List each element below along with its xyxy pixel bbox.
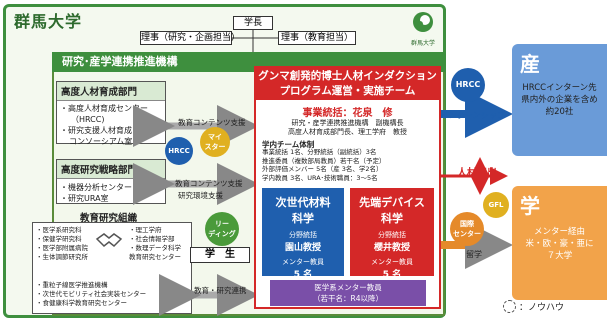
handshake-icon <box>95 229 123 251</box>
support-talent-label: ・研究支援人材育成 <box>60 126 132 135</box>
edu-item: ・次世代モビリティ社会実装センター <box>36 290 147 298</box>
team-line: 事業統括 1名、分野統括（副統括）3名 <box>262 148 377 156</box>
edu-item: ・理工学府 <box>129 226 162 234</box>
leading-gear-label: リー ディング <box>208 220 236 238</box>
program-director-line1: 研究・産学連携推進機構 副機構長 <box>291 119 404 127</box>
logo-caption: 群馬大学 <box>410 40 435 47</box>
device-mentor-count: 5 名 <box>382 270 402 280</box>
logo-icon <box>413 12 433 32</box>
team-line: 推進委員（複数部局教員）若干名（予定） <box>262 156 386 165</box>
next-gen-mentor-label: メンター教員 <box>282 258 324 266</box>
industry-line3: 約20社 <box>545 107 574 117</box>
medical-mentor-line2: （若干名：R4以降） <box>313 294 383 303</box>
next-gen-lead-name: 園山教授 <box>284 243 321 253</box>
edu-support-label-2: 教育コンテンツ支援 <box>175 179 243 188</box>
academia-line3: ７大学 <box>546 251 573 261</box>
industry-line2: 県内外の企業を含め <box>521 95 598 105</box>
medical-mentor-box: 医学系メンター教員 （若干名：R4以降） <box>270 280 426 306</box>
industry-box: 産 HRCCインターン先 県内外の企業を含め 約20社 <box>512 44 607 156</box>
env-support-label: 研究環境支援 <box>178 191 223 200</box>
international-center-gear-icon: 国際 センター <box>450 212 484 246</box>
edu-item: ・生体調節研究所 <box>36 253 88 261</box>
knowhow-label: ：ノウハウ <box>519 303 565 313</box>
academia-head: 学 <box>520 194 540 218</box>
next-gen-mentor-count: 5 名 <box>293 270 313 280</box>
academia-line1: メンター経由 <box>533 227 585 237</box>
hrcc-gear-label-2: HRCC <box>455 80 481 89</box>
ryugaku-label: 留学 <box>466 250 482 259</box>
master-gear-label: マイ スター <box>204 133 226 151</box>
hrcc-gear-icon-2: HRCC <box>451 68 485 102</box>
edu-org-bottom: ・重粒子線医学推進機構 ・次世代モビリティ社会実装センター ・食健康科学教育研究… <box>36 281 146 308</box>
program-title-2: プログラム運営・実施チーム <box>279 85 416 97</box>
industry-line1: HRCCインターン先 <box>522 83 597 93</box>
team-line: 外部評価メンバー 5名（産 3名、学2名） <box>262 165 383 173</box>
student-box: 学 生 <box>190 247 250 263</box>
internship-label: インターンシップ <box>441 111 505 120</box>
edu-org-col1: ・医学系研究科 ・保健学研究科 ・医学部附属病院 ・生体調節研究所 <box>36 226 88 262</box>
hrcc-gear-label: HRCC <box>168 147 190 155</box>
next-gen-title-1: 次世代材料 <box>275 196 331 209</box>
edu-item: ・数理データ科学 <box>129 244 181 252</box>
team-line: 学内教員 3名、URA･技術職員：3～5名 <box>262 173 378 182</box>
edu-item: ・食健康科学教育研究センター <box>36 299 127 307</box>
device-lead-label: 分野統括 <box>378 231 406 239</box>
international-gear-label: 国際 センター <box>453 220 481 238</box>
master-gear-icon: マイ スター <box>200 127 230 157</box>
student-label: 学 生 <box>205 249 235 260</box>
talent-dept-title: 高度人材育成部門 <box>57 82 165 101</box>
edu-support-label: 教育コンテンツ支援 <box>178 118 246 127</box>
device-lead-name: 櫻井教授 <box>373 243 410 253</box>
device-title-2: 科学 <box>381 212 403 225</box>
gfl-gear-label: GFL <box>488 201 504 209</box>
edu-item: ・医学系研究科 <box>36 226 82 234</box>
edu-item: 教育研究センター <box>129 253 181 261</box>
vp-education-box: 理事（教育担当） <box>278 31 356 45</box>
vp-research-box: 理事（研究・企画担当） <box>140 31 241 45</box>
device-mentor-label: メンター教員 <box>371 258 413 266</box>
industry-head: 産 <box>520 52 540 76</box>
gear-outline-icon <box>503 300 516 313</box>
edu-org-col2: ・理工学府 ・社会情報学部 ・数理データ科学 教育研究センター <box>129 226 181 262</box>
edu-research-label: 教育・研究連携 <box>194 286 247 295</box>
team-title: 学内チーム体制 <box>262 140 315 149</box>
medical-mentor-line1: 医学系メンター教員 <box>314 283 382 292</box>
edu-item: ・社会情報学部 <box>129 235 175 243</box>
edu-item: ・保健学研究科 <box>36 235 82 243</box>
team-lines: 事業統括 1名、分野統括（副統括）3名 推進委員（複数部局教員）若干名（予定） … <box>262 148 386 182</box>
edu-org-title: 教育研究組織 <box>80 213 138 224</box>
edu-item: ・医学部附属病院 <box>36 244 88 252</box>
program-director-line2: 高度人材育成部門長、理工学府 教授 <box>288 128 407 136</box>
device-title-1: 先端デバイス <box>359 196 425 209</box>
university-title: 群馬大学 <box>14 12 83 31</box>
talent-output-label: 人材輩出 <box>457 168 497 179</box>
next-gen-lead-label: 分野統括 <box>289 231 317 239</box>
program-team-header: グンマ創発的博士人材インダクション プログラム運営・実施チーム <box>254 66 441 100</box>
ura-label: ・研究URA室 <box>60 194 109 203</box>
next-gen-title-2: 科学 <box>292 212 314 225</box>
program-director: 事業統括：花泉 修 <box>302 108 393 119</box>
hrcc-abbr-label: （HRCC) <box>71 115 105 124</box>
advanced-device-box: 先端デバイス 科学 分野統括 櫻井教授 メンター教員 5 名 <box>350 188 434 280</box>
president-box: 学長 <box>233 16 273 30</box>
academia-line2: 米・欧・豪・亜に <box>525 239 594 249</box>
instrument-center-label: ・機器分析センター <box>60 183 132 192</box>
hrcc-center-label: ・高度人材育成センター <box>60 104 148 113</box>
consortium-label: コンソーシアム室 <box>69 137 133 146</box>
university-logo: 群馬大学 <box>408 10 438 47</box>
leading-gear-icon: リー ディング <box>205 212 239 246</box>
edu-item: ・重粒子線医学推進機構 <box>36 281 108 289</box>
next-gen-materials-box: 次世代材料 科学 分野統括 園山教授 メンター教員 5 名 <box>262 188 344 280</box>
hrcc-gear-icon: HRCC <box>165 137 193 165</box>
program-title-1: グンマ創発的博士人材インダクション <box>258 70 437 82</box>
gfl-gear-icon: GFL <box>483 192 509 218</box>
academia-box: 学 メンター経由 米・欧・豪・亜に ７大学 <box>512 186 607 300</box>
